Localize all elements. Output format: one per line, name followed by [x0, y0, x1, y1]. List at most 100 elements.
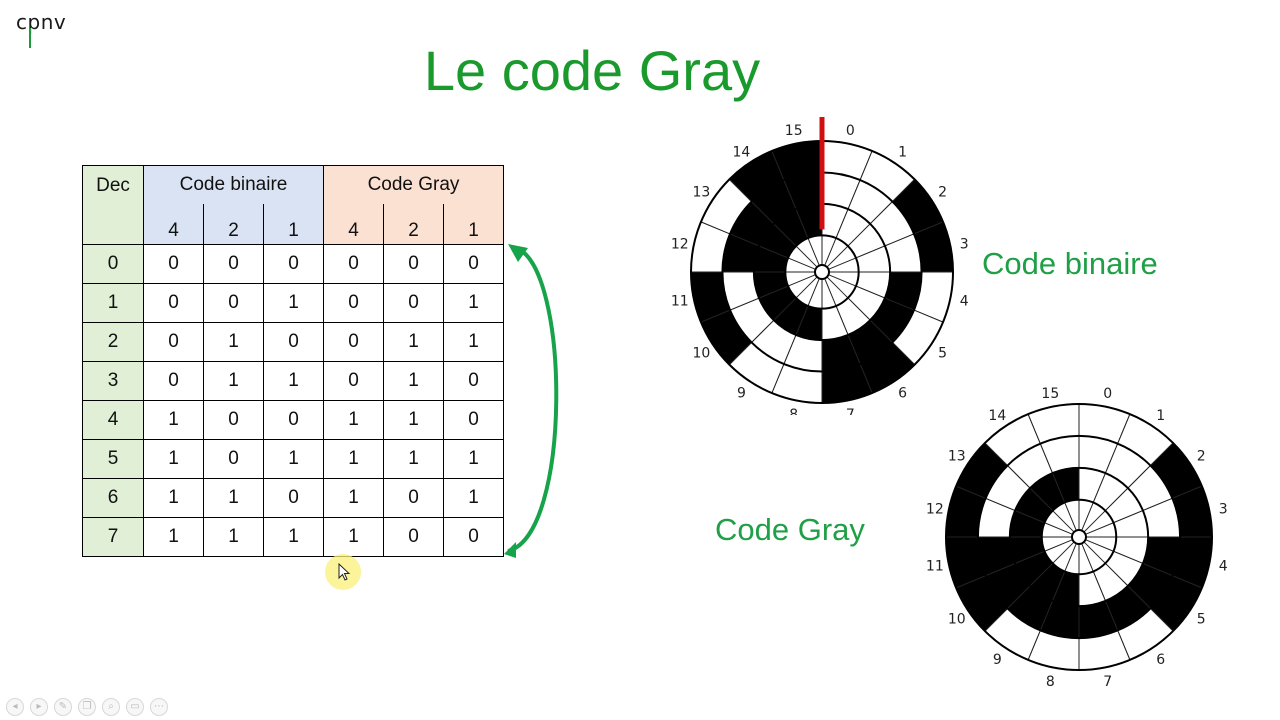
bit-header: 4: [143, 204, 204, 245]
gray-bit-cell: 0: [323, 283, 384, 323]
disk-position-label: 14: [988, 408, 1006, 424]
binary-bit-cell: 1: [263, 361, 324, 401]
binary-bit-cell: 0: [143, 244, 204, 284]
gray-bit-cell: 1: [383, 439, 444, 479]
cpnv-logo: cpnv: [16, 10, 67, 34]
binary-bit-cell: 1: [143, 439, 204, 479]
gray-bit-cell: 0: [443, 361, 504, 401]
binary-bit-cell: 0: [143, 322, 204, 362]
disk-position-label: 13: [693, 184, 711, 200]
disk-position-label: 1: [898, 144, 907, 160]
binary-bit-cell: 1: [263, 517, 324, 557]
dec-cell: 4: [82, 400, 144, 440]
gray-bit-cell: 0: [323, 361, 384, 401]
disk-position-label: 9: [993, 652, 1002, 668]
pen-icon[interactable]: ✎: [54, 698, 72, 716]
disk-position-label: 11: [671, 293, 689, 309]
gray-bit-cell: 1: [383, 322, 444, 362]
dec-cell: 3: [82, 361, 144, 401]
disk-position-label: 0: [846, 123, 855, 139]
logo-bar: [29, 28, 31, 48]
binary-bit-cell: 0: [263, 244, 324, 284]
disk-position-label: 9: [737, 386, 746, 402]
binary-disk-label: Code binaire: [982, 246, 1158, 281]
binary-bit-cell: 1: [203, 322, 264, 362]
gray-bit-cell: 0: [383, 478, 444, 518]
gray-bit-cell: 1: [443, 478, 504, 518]
disk-position-label: 3: [1219, 501, 1228, 517]
disk-position-label: 3: [960, 237, 969, 253]
binary-bit-cell: 0: [203, 439, 264, 479]
disk-position-label: 2: [1197, 448, 1206, 464]
mouse-cursor-icon: [338, 563, 351, 581]
gray-header: Code Gray: [323, 165, 504, 204]
binary-bit-cell: 0: [203, 400, 264, 440]
binary-bit-cell: 0: [203, 283, 264, 323]
gray-bit-cell: 0: [323, 322, 384, 362]
gray-bit-cell: 1: [443, 283, 504, 323]
gray-bit-cell: 1: [323, 517, 384, 557]
next-icon[interactable]: ▸: [30, 698, 48, 716]
gray-bit-cell: 0: [383, 244, 444, 284]
disk-position-label: 2: [938, 184, 947, 200]
gray-bit-cell: 1: [323, 439, 384, 479]
bit-header: 4: [323, 204, 384, 245]
disk-position-label: 6: [898, 386, 907, 402]
gray-disk-label: Code Gray: [715, 512, 865, 547]
disk-position-label: 4: [1219, 559, 1228, 575]
disk-position-label: 8: [789, 407, 798, 415]
disk-position-label: 8: [1046, 674, 1055, 690]
bit-header: 1: [443, 204, 504, 245]
bit-header: 1: [263, 204, 324, 245]
gray-bit-cell: 0: [443, 400, 504, 440]
dec-cell: 0: [82, 244, 144, 284]
gray-bit-cell: 1: [383, 361, 444, 401]
binary-header: Code binaire: [143, 165, 324, 204]
binary-bit-cell: 0: [143, 283, 204, 323]
disk-position-label: 15: [785, 123, 803, 139]
gray-bit-cell: 1: [323, 400, 384, 440]
dec-cell: 7: [82, 517, 144, 557]
disk-position-label: 14: [733, 144, 751, 160]
binary-bit-cell: 1: [143, 400, 204, 440]
binary-bit-cell: 1: [263, 439, 324, 479]
gray-bit-cell: 1: [383, 400, 444, 440]
disk-position-label: 5: [1197, 612, 1206, 628]
subtitle-icon[interactable]: ▭: [126, 698, 144, 716]
disk-position-label: 7: [846, 407, 855, 415]
gray-bit-cell: 0: [443, 517, 504, 557]
slide-title: Le code Gray: [423, 39, 761, 102]
zoom-icon[interactable]: ⌕: [102, 698, 120, 716]
gray-bit-cell: 1: [443, 322, 504, 362]
disk-position-label: 0: [1103, 386, 1112, 402]
binary-bit-cell: 1: [143, 478, 204, 518]
binary-bit-cell: 0: [263, 400, 324, 440]
dec-cell: 5: [82, 439, 144, 479]
disk-position-label: 6: [1156, 652, 1165, 668]
binary-bit-cell: 0: [203, 244, 264, 284]
disk-position-label: 13: [948, 448, 966, 464]
prev-icon[interactable]: ◂: [6, 698, 24, 716]
binary-bit-cell: 1: [203, 517, 264, 557]
binary-bit-cell: 1: [203, 361, 264, 401]
more-icon[interactable]: ⋯: [150, 698, 168, 716]
disk-position-label: 7: [1103, 674, 1112, 690]
binary-bit-cell: 1: [143, 517, 204, 557]
dec-cell: 6: [82, 478, 144, 518]
gray-bit-cell: 0: [383, 517, 444, 557]
disk-position-label: 4: [960, 293, 969, 309]
binary-bit-cell: 1: [203, 478, 264, 518]
disk-position-label: 12: [671, 237, 689, 253]
gray-wrap-arrow-icon: [504, 244, 559, 558]
binary-bit-cell: 0: [263, 322, 324, 362]
copy-icon[interactable]: ❐: [78, 698, 96, 716]
binary-bit-cell: 1: [263, 283, 324, 323]
